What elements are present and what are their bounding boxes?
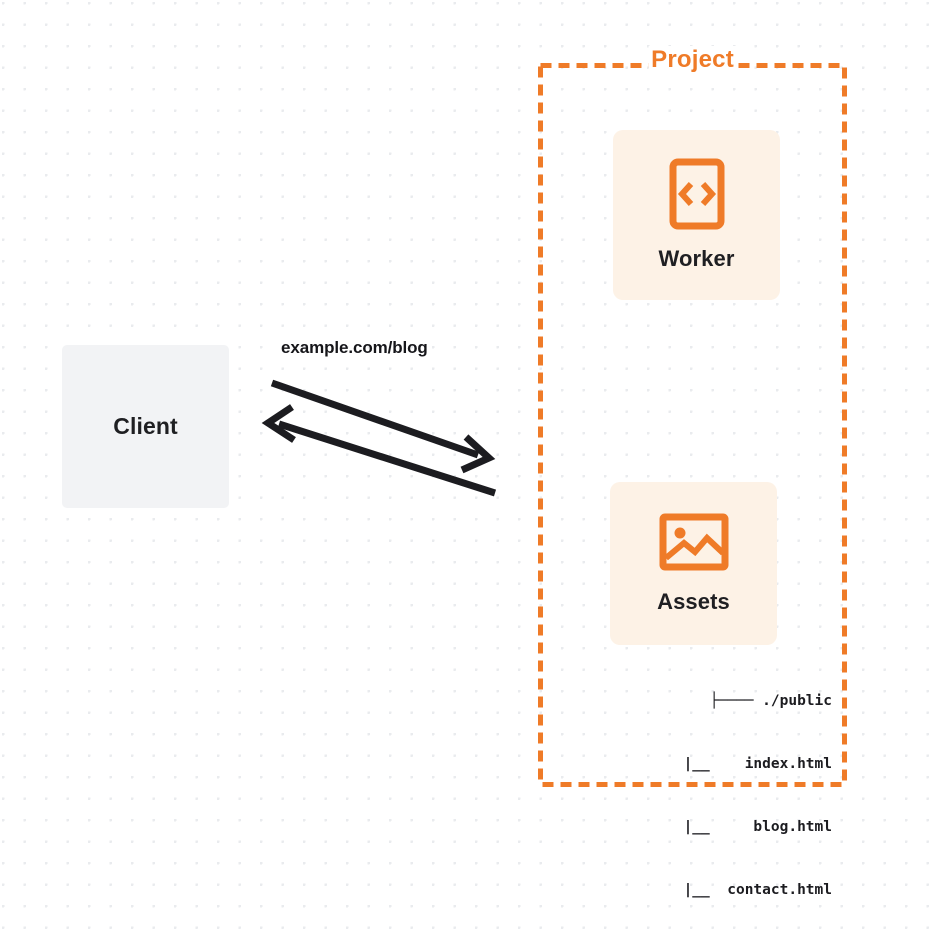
- code-brackets-icon: [669, 158, 724, 230]
- file-tree-line: |__ contact.html: [657, 882, 832, 898]
- node-worker-label: Worker: [658, 246, 735, 271]
- assets-file-tree: ├──── ./public |__ index.html |__ blog.h…: [582, 649, 832, 943]
- node-client[interactable]: Client: [62, 345, 229, 508]
- edge-label-request-url: example.com/blog: [281, 338, 428, 357]
- arrow-request-to-project: [270, 379, 496, 474]
- node-assets-label: Assets: [657, 588, 730, 614]
- arrow-response-to-client: [261, 404, 497, 497]
- group-project-title: Project: [648, 46, 737, 74]
- file-tree-line: |__ blog.html: [657, 819, 832, 835]
- diagram-canvas: Client example.com/blog Project Worker: [62, 46, 847, 898]
- node-worker[interactable]: Worker: [613, 130, 780, 300]
- file-tree-line: ├──── ./public: [709, 693, 832, 709]
- file-tree-line: |__ index.html: [657, 756, 832, 772]
- node-assets[interactable]: Assets: [610, 482, 777, 645]
- group-project: Project Worker Assets ├──── ./public |__…: [538, 46, 847, 898]
- image-icon: [659, 513, 728, 570]
- node-client-label: Client: [113, 413, 178, 439]
